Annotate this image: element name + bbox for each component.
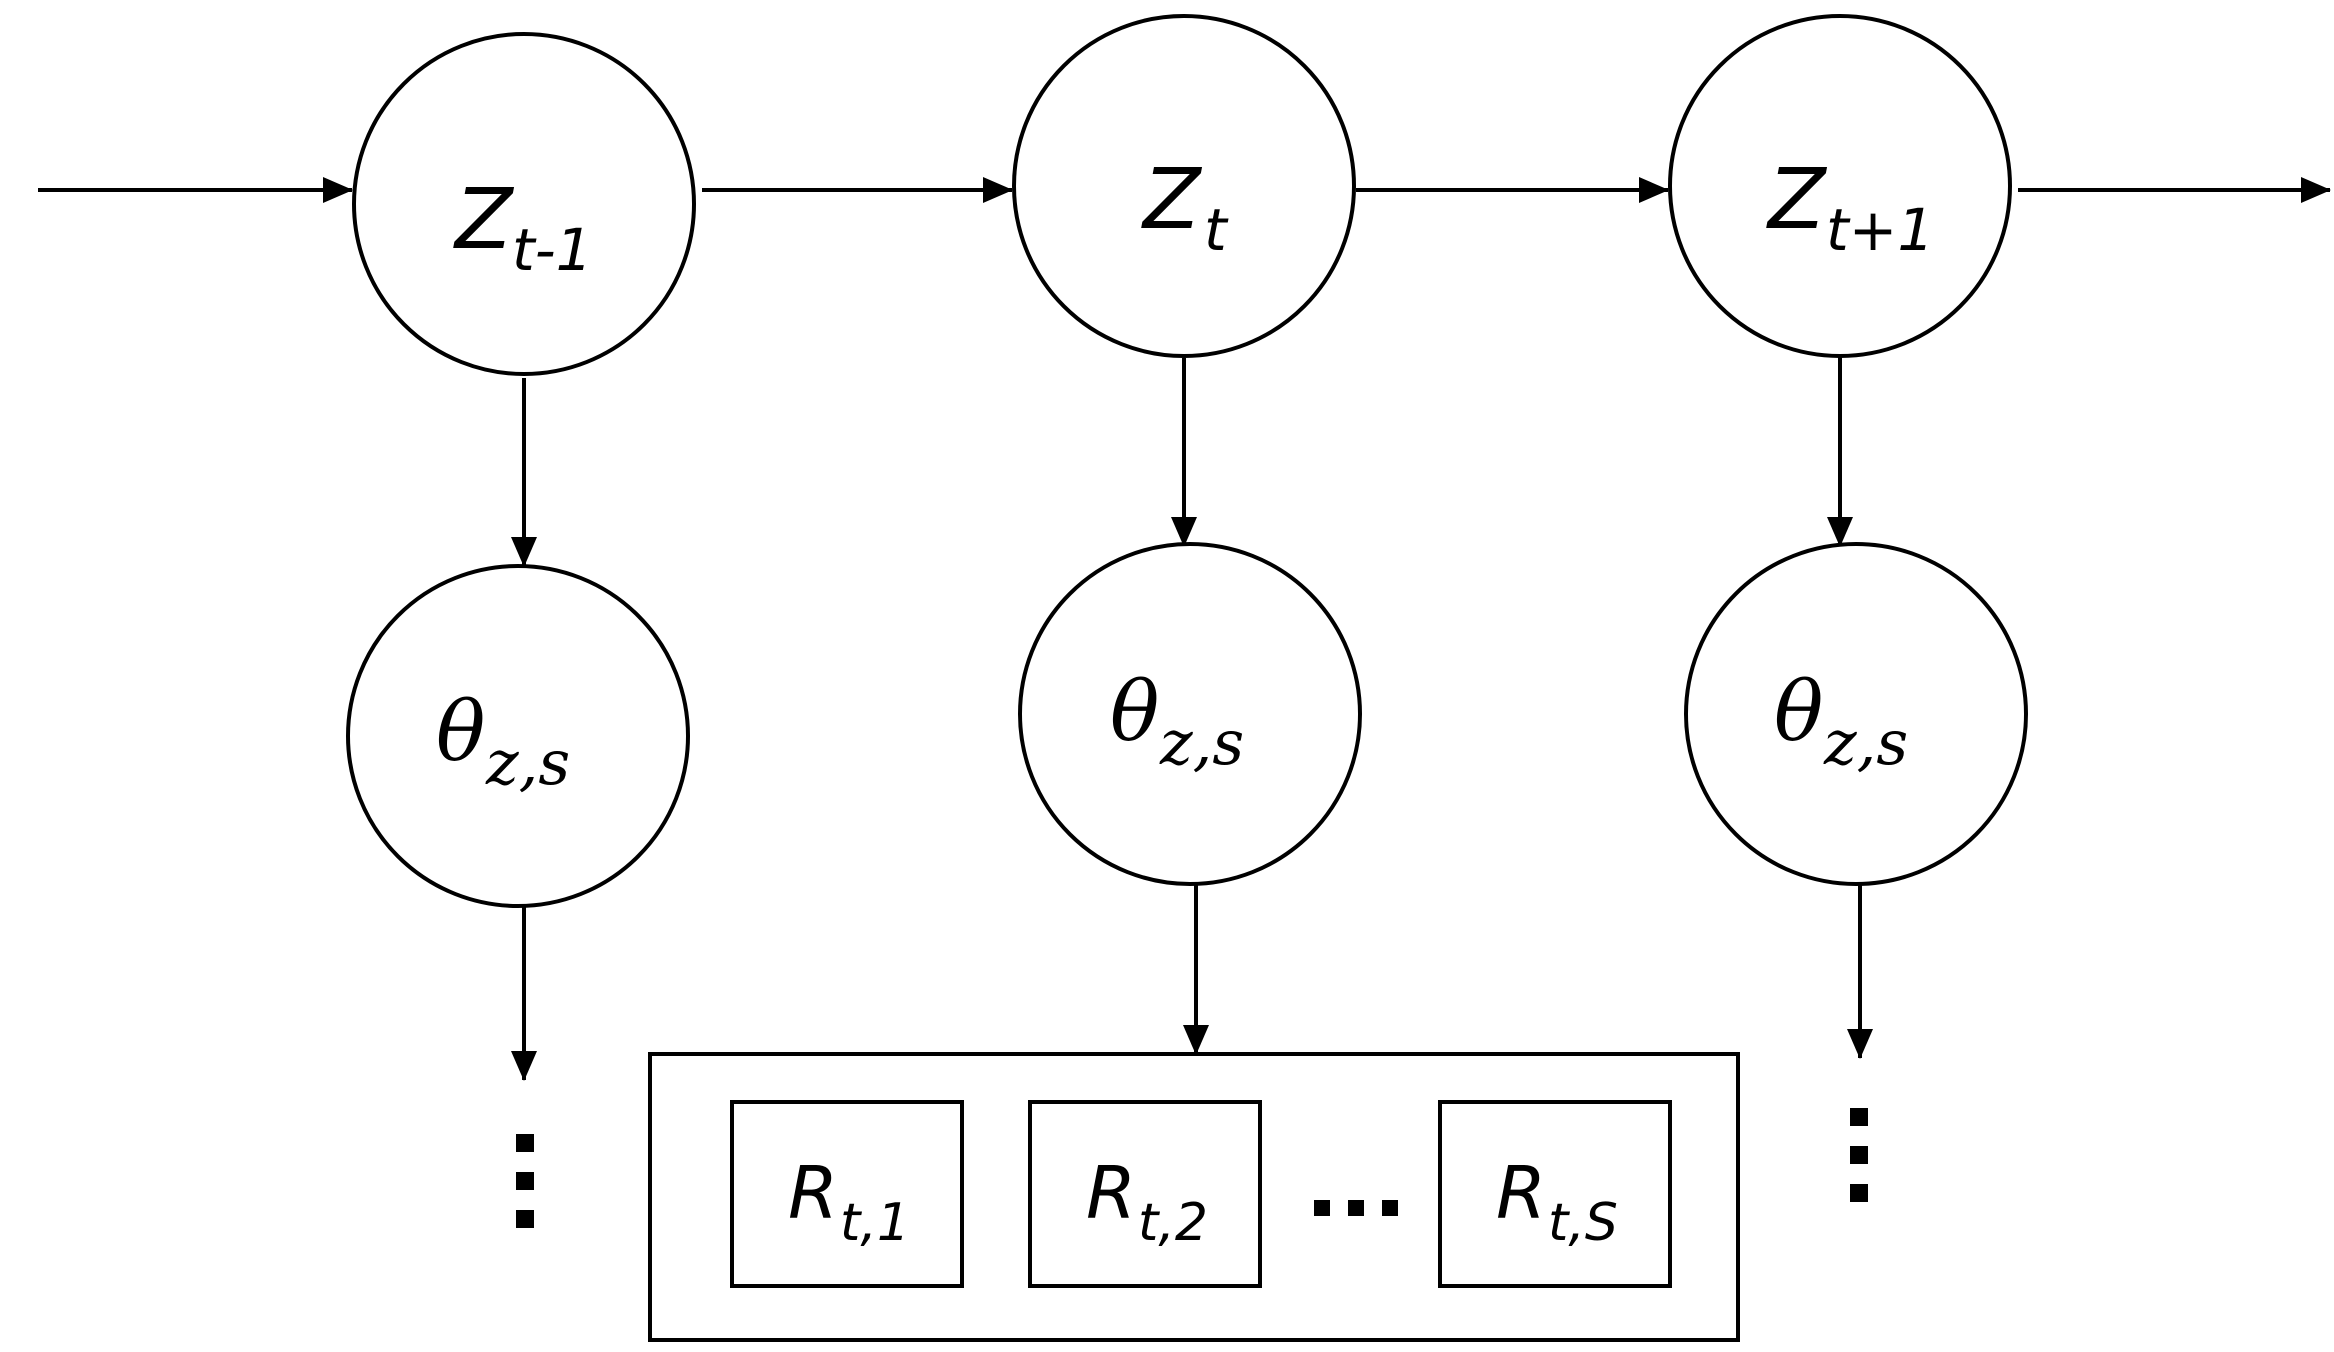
r-node-1-subscript: t,1 xyxy=(840,1193,910,1253)
r-node-1: R t,1 xyxy=(730,1100,964,1288)
z-node-current: Z t xyxy=(1012,14,1356,358)
theta-node-prev: θ z,s xyxy=(346,564,690,908)
theta-node-current: θ z,s xyxy=(1018,542,1362,886)
theta-node-current-subscript: z,s xyxy=(1159,706,1244,779)
ellipsis-prev xyxy=(516,1134,534,1228)
z-node-next-label: Z xyxy=(1766,150,1828,248)
theta-node-next-subscript: z,s xyxy=(1823,706,1908,779)
r-node-s-subscript: t,S xyxy=(1548,1193,1618,1253)
r-node-s: R t,S xyxy=(1438,1100,1672,1288)
theta-node-current-label: θ xyxy=(1110,665,1159,760)
ellipsis-horizontal xyxy=(1314,1200,1398,1216)
theta-node-next-label: θ xyxy=(1774,665,1823,760)
ellipsis-next xyxy=(1850,1108,1868,1202)
r-node-1-label: R xyxy=(788,1151,838,1235)
theta-node-next: θ z,s xyxy=(1684,542,2028,886)
z-node-next-subscript: t+1 xyxy=(1826,196,1934,264)
z-node-next: Z t+1 xyxy=(1668,14,2012,358)
theta-node-prev-label: θ xyxy=(436,685,485,780)
theta-node-prev-subscript: z,s xyxy=(485,726,570,799)
z-node-current-label: Z xyxy=(1141,150,1203,248)
z-node-prev-subscript: t-1 xyxy=(512,216,593,284)
z-node-current-subscript: t xyxy=(1204,196,1229,264)
r-node-2-label: R xyxy=(1086,1151,1136,1235)
r-node-s-label: R xyxy=(1496,1151,1546,1235)
z-node-prev-label: Z xyxy=(453,170,515,268)
r-node-2-subscript: t,2 xyxy=(1138,1193,1208,1253)
z-node-prev: Z t-1 xyxy=(352,32,696,376)
r-node-2: R t,2 xyxy=(1028,1100,1262,1288)
